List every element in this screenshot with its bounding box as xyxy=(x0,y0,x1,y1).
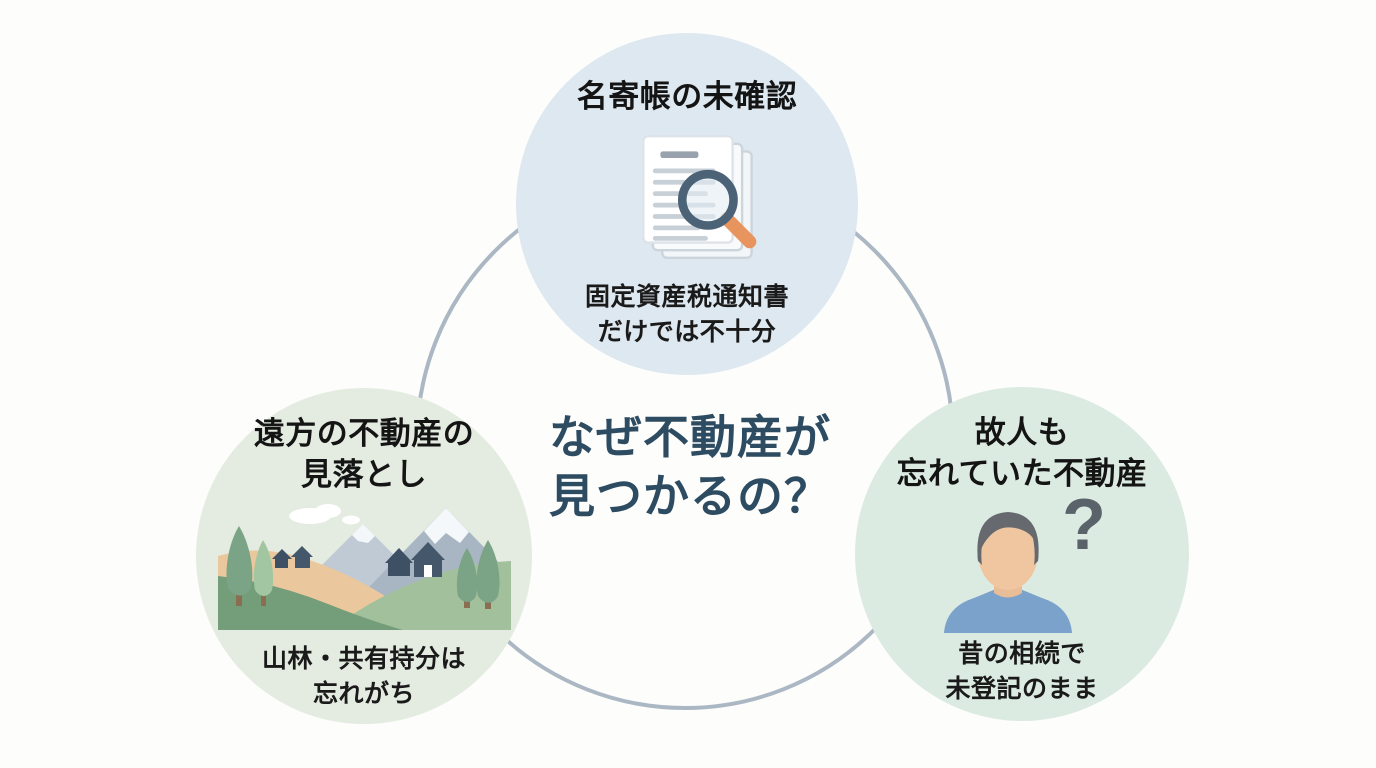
node-forgotten-property: 故人も 忘れていた不動産 ? 昔の相続で 未登記のまま xyxy=(855,387,1189,721)
node-distant-property-caption: 山林・共有持分は 忘れがち xyxy=(261,644,466,708)
node-distant-property-title: 遠方の不動産の 見落とし xyxy=(253,416,475,492)
node-tax-register: 名寄帳の未確認 固定資産税通知書 だけでは不十分 xyxy=(516,33,858,375)
node-tax-register-title: 名寄帳の未確認 xyxy=(576,79,798,114)
person-question-icon: ? xyxy=(914,489,1130,633)
question-mark-glyph: ? xyxy=(1062,484,1106,565)
node-forgotten-property-caption: 昔の相続で 未登記のまま xyxy=(945,639,1099,703)
rural-landscape-icon xyxy=(217,503,511,630)
node-distant-property: 遠方の不動産の 見落とし xyxy=(196,388,532,724)
node-forgotten-property-title: 故人も 忘れていた不動産 xyxy=(896,415,1148,491)
diagram-center-title: なぜ不動産が 見つかるの？ xyxy=(549,411,831,522)
node-tax-register-caption: 固定資産税通知書 だけでは不十分 xyxy=(584,282,789,346)
documents-magnifier-icon xyxy=(642,134,757,259)
